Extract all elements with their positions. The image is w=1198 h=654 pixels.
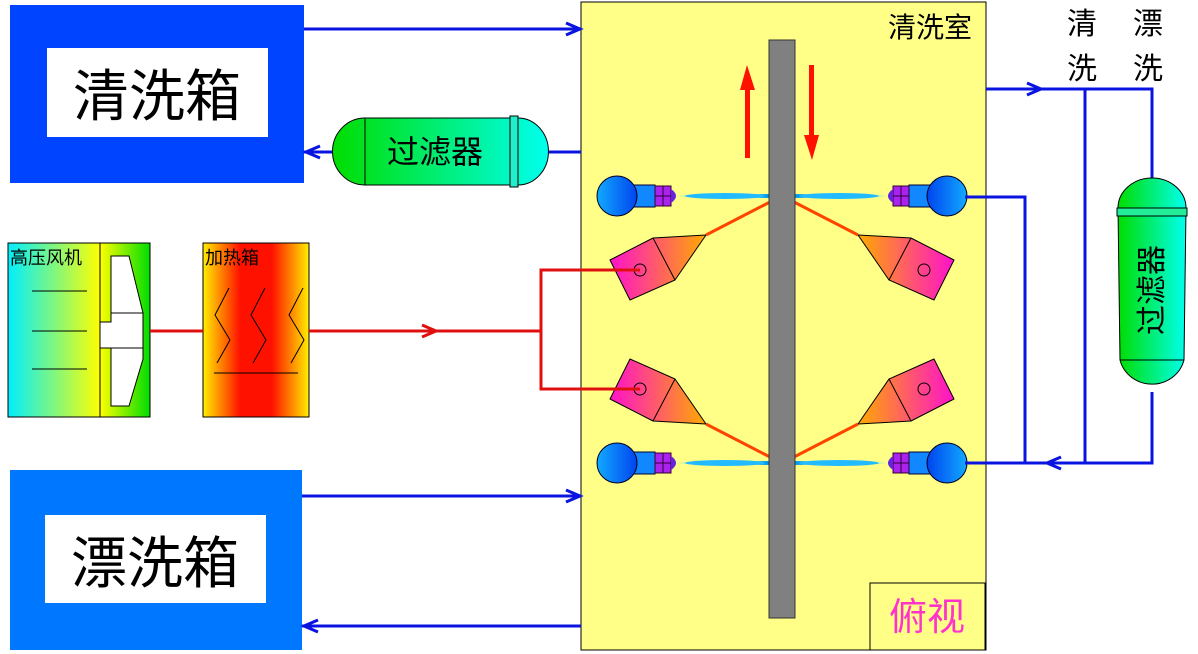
clean-label-1: 清: [1067, 7, 1097, 42]
rinse-label-2: 洗: [1133, 52, 1163, 87]
rinse-label-1: 漂: [1133, 7, 1163, 42]
left-filter-label: 过滤器: [387, 133, 483, 171]
motion-arrows: [740, 65, 819, 160]
rinse-tank: 漂洗箱: [10, 470, 302, 650]
right-filter: 过滤器: [1116, 177, 1188, 385]
view-label: 俯视: [889, 595, 965, 639]
clean-tank: 清洗箱: [10, 5, 304, 183]
heater-box: 加热箱: [202, 242, 310, 418]
air-pipes: [150, 268, 640, 391]
clean-tank-label: 清洗箱: [73, 65, 241, 130]
workpiece-belt: [768, 39, 796, 619]
chamber-title: 清洗室: [888, 11, 972, 44]
rinse-tank-label: 漂洗箱: [71, 532, 239, 597]
right-filter-label: 过滤器: [1135, 245, 1170, 335]
blower-label: 高压风机: [10, 248, 82, 269]
heater-label: 加热箱: [205, 248, 259, 269]
tank-pipes: [302, 27, 581, 628]
high-pressure-blower: 高压风机: [7, 242, 151, 418]
left-filter: 过滤器: [332, 115, 549, 188]
flow-labels: 清 洗 漂 洗: [1067, 7, 1163, 87]
clean-label-2: 洗: [1067, 52, 1097, 87]
recirculation-pipes: [965, 87, 1154, 465]
